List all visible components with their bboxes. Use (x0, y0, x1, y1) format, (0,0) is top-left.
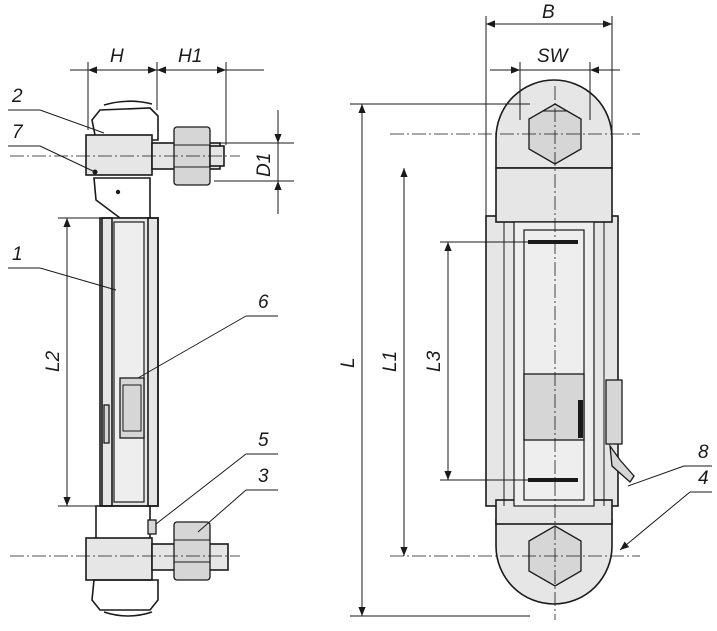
left-part-leaders (8, 109, 278, 533)
section-view (10, 100, 240, 617)
part-1: 1 (12, 244, 23, 265)
part-2: 2 (11, 86, 23, 107)
part-6: 6 (258, 292, 269, 313)
left-part-numbers: 2 7 1 6 5 3 (11, 86, 269, 487)
left-dimensions (58, 62, 294, 507)
part-4: 4 (698, 468, 709, 489)
sight-tube-section (99, 217, 159, 507)
label-L1: L1 (380, 351, 401, 372)
part-3: 3 (258, 466, 269, 487)
top-mount (85, 100, 159, 219)
label-L3: L3 (424, 350, 445, 372)
part-8: 8 (698, 442, 709, 463)
label-D1: D1 (254, 153, 275, 177)
label-L2: L2 (43, 350, 64, 372)
left-dimension-labels: H H1 D1 L2 (43, 46, 275, 372)
label-H1: H1 (178, 46, 202, 67)
part-5: 5 (258, 430, 269, 451)
label-SW: SW (537, 46, 570, 67)
front-view (390, 79, 640, 620)
part-7: 7 (12, 122, 24, 143)
right-dimensions (350, 16, 620, 617)
label-H: H (110, 46, 124, 67)
label-L: L (338, 357, 359, 368)
label-B: B (542, 2, 555, 23)
right-part-numbers: 8 4 (698, 442, 709, 489)
right-part-leaders (619, 465, 712, 551)
right-dimension-labels: B SW L L1 L3 (338, 2, 570, 372)
bottom-bolt (147, 519, 229, 581)
bottom-mount (85, 505, 159, 617)
